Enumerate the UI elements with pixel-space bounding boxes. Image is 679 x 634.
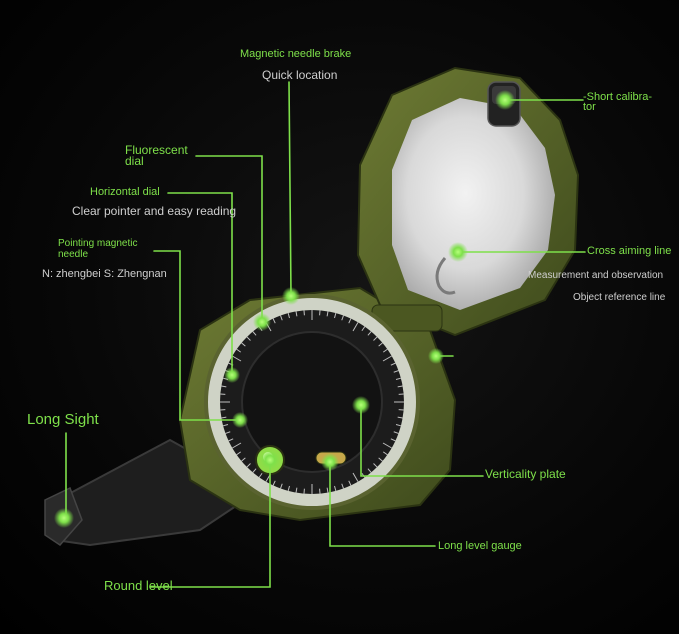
label-fluorescent-line2: dial (125, 154, 144, 168)
dial-tick (252, 331, 257, 336)
dial-tick (334, 313, 337, 319)
label-brake-sub: Quick location (262, 68, 338, 82)
dial-tick (326, 487, 329, 493)
dial-tick (378, 342, 383, 347)
label-round-level: Round level (104, 578, 173, 593)
callout-leaders (65, 81, 586, 588)
dial-tick (221, 416, 227, 419)
dial-tick (228, 438, 234, 442)
dial-tick (352, 322, 359, 332)
dial-tick (295, 487, 298, 493)
dial-tick (390, 362, 396, 366)
label-fluorescent-line1: Fluorescent (125, 143, 188, 157)
dial-tick (348, 318, 352, 324)
dial-tick (241, 342, 246, 347)
dial-ticks (220, 310, 404, 494)
dial-tick (352, 472, 359, 482)
dial-tick (361, 326, 366, 332)
label-long-level-gauge: Long level gauge (438, 540, 522, 552)
dial-tick (334, 485, 337, 491)
dial-tick (367, 468, 372, 473)
label-pointing-line1: Pointing magnetic (58, 238, 138, 249)
dial-tick (232, 442, 242, 449)
dial-tick (393, 370, 399, 373)
dial-tick (236, 348, 242, 353)
dial-tick (382, 451, 388, 456)
dial-tick (378, 457, 383, 462)
dial-tick (252, 468, 257, 473)
dial-tick (382, 355, 392, 362)
dial-tick (395, 377, 401, 380)
dial-tick (280, 315, 283, 321)
dial-tick (287, 485, 290, 491)
dial-tick (373, 336, 378, 341)
dial-tick (373, 463, 378, 468)
dial-tick (397, 416, 403, 419)
dial-tick (395, 424, 401, 427)
dial-tick (241, 457, 246, 462)
label-short-calibrator-line2: tor (583, 101, 596, 113)
dial-tick (393, 431, 399, 434)
label-horizontal-sub: Clear pointer and easy reading (72, 204, 237, 218)
label-cross-title: Cross aiming line (587, 245, 672, 257)
dial-tick (390, 438, 396, 442)
dial-tick (223, 424, 229, 427)
dial-tick (258, 472, 263, 478)
mirror-hook (435, 257, 456, 295)
dial-tick (382, 348, 388, 353)
dial-tick (236, 451, 242, 456)
dial-tick (367, 331, 372, 336)
dial-tick (287, 313, 290, 319)
label-short-calibrator-line1: -Short calibra- (583, 91, 653, 103)
dial-tick (326, 311, 329, 317)
label-verticality-plate: Verticality plate (485, 467, 566, 481)
dial-tick (246, 463, 251, 468)
label-cross-sub1: Measurement and observation (528, 270, 664, 281)
mirror (392, 98, 555, 310)
dial-tick (232, 355, 242, 362)
dial-tick (348, 480, 352, 486)
dial-tick (341, 315, 344, 321)
dial-tick (272, 318, 276, 324)
dial-tick (280, 483, 283, 489)
dial-tick (272, 480, 276, 486)
dial-tick (341, 483, 344, 489)
label-horizontal-title: Horizontal dial (90, 186, 160, 198)
callout-markers (54, 90, 515, 528)
dial-tick (246, 336, 251, 341)
dial-tick (397, 385, 403, 388)
label-pointing-line2: needle (58, 249, 89, 260)
label-brake-title: Magnetic needle brake (240, 48, 352, 60)
dial-tick (295, 311, 298, 317)
label-cross-sub2: Object reference line (573, 292, 666, 303)
label-pointing-sub: N: zhengbei S: Zhengnan (42, 268, 167, 280)
dial-tick (221, 385, 227, 388)
label-long-sight: Long Sight (27, 411, 99, 428)
dial-tick (225, 431, 231, 434)
dial-tick (382, 442, 392, 449)
